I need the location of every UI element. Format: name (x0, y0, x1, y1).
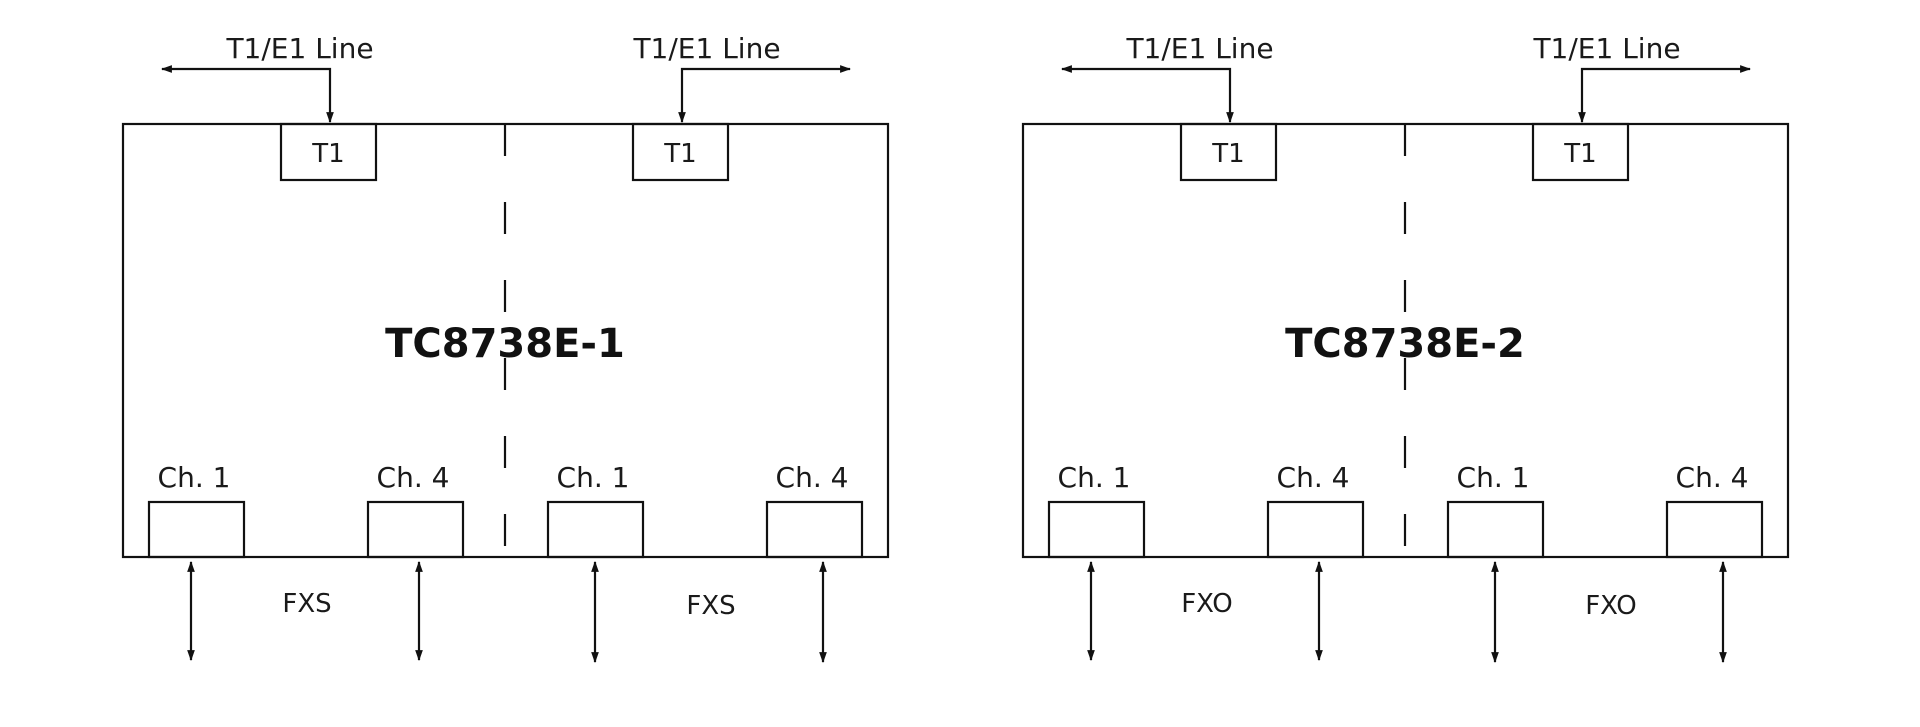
line-label: T1/E1 Line (1125, 32, 1273, 65)
unit-1-channel-1-right: Ch. 1 (546, 461, 645, 559)
unit-2-title: TC8738E-2 (1285, 321, 1525, 367)
unit-2: T1 T1 T1/E1 Line T1/E1 Line TC8738E-2 Ch… (1021, 32, 1790, 664)
unit-1-channel-4-right: Ch. 4 (765, 461, 864, 559)
unit-1-line-right: T1/E1 Line (632, 32, 852, 124)
channel-label: Ch. 1 (1058, 461, 1131, 494)
channel-label: Ch. 4 (1277, 461, 1350, 494)
unit-2-line-right: T1/E1 Line (1532, 32, 1752, 124)
line-arrow (1060, 65, 1234, 124)
unit-1-title: TC8738E-1 (385, 321, 625, 367)
channel-label: Ch. 1 (158, 461, 231, 494)
channel-label: Ch. 1 (557, 461, 630, 494)
channel-label: Ch. 4 (1676, 461, 1749, 494)
unit-2-interface-label-left: FXO (1181, 589, 1233, 619)
line-arrow (678, 65, 852, 124)
unit-1-t1-port-right: T1 (631, 122, 730, 182)
unit-2-channel-4-right: Ch. 4 (1665, 461, 1764, 559)
line-arrow (1578, 65, 1752, 124)
port-label: T1 (663, 139, 696, 169)
unit-1-interface-label-left: FXS (282, 589, 331, 619)
unit-2-channel-1-left: Ch. 1 (1047, 461, 1146, 559)
unit-2-interface-label-right: FXO (1585, 591, 1637, 621)
line-label: T1/E1 Line (632, 32, 780, 65)
unit-2-channel-1-right: Ch. 1 (1446, 461, 1545, 559)
channel-label: Ch. 4 (377, 461, 450, 494)
unit-1-channel-1-left: Ch. 1 (147, 461, 246, 559)
unit-1-line-left: T1/E1 Line (160, 32, 374, 124)
port-label: T1 (1211, 139, 1244, 169)
port-label: T1 (311, 139, 344, 169)
channel-label: Ch. 4 (776, 461, 849, 494)
unit-1-t1-port-left: T1 (279, 122, 378, 182)
channel-label: Ch. 1 (1457, 461, 1530, 494)
unit-2-t1-port-left: T1 (1179, 122, 1278, 182)
unit-2-t1-port-right: T1 (1531, 122, 1630, 182)
unit-1: T1 T1 T1/E1 Line T1/E1 Line TC8738E-1 Ch… (121, 32, 890, 664)
unit-2-channel-4-left: Ch. 4 (1266, 461, 1365, 559)
unit-1-channel-4-left: Ch. 4 (366, 461, 465, 559)
line-label: T1/E1 Line (225, 32, 373, 65)
port-label: T1 (1563, 139, 1596, 169)
line-label: T1/E1 Line (1532, 32, 1680, 65)
line-arrow (160, 65, 334, 124)
unit-1-interface-label-right: FXS (686, 591, 735, 621)
unit-2-line-left: T1/E1 Line (1060, 32, 1274, 124)
